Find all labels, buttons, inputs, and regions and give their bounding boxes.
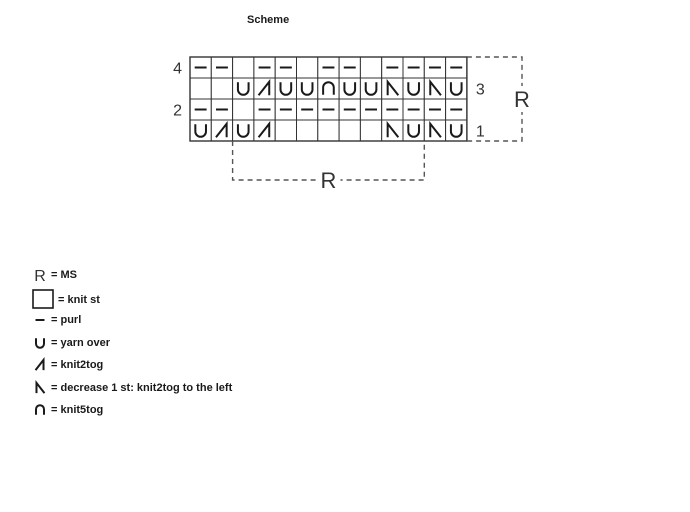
chart-symbols	[194, 66, 463, 138]
yarn-over-symbol	[279, 82, 293, 96]
legend-purl-icon	[35, 319, 45, 321]
vertical-repeat-bracket	[466, 56, 523, 142]
repeat-markers: RR	[231, 56, 534, 193]
chart-cell	[296, 77, 319, 100]
legend-label: = purl	[51, 314, 82, 326]
yarn-over-symbol	[236, 82, 250, 96]
chart-cell	[359, 119, 383, 142]
chart-grid	[189, 56, 468, 142]
scheme-title: Scheme	[247, 14, 290, 26]
yarn-over-symbol	[449, 124, 463, 138]
horizontal-repeat-label-bg	[316, 168, 341, 192]
chart-cell	[402, 119, 425, 142]
chart-cell	[402, 77, 425, 100]
decrease-left-symbol	[386, 120, 400, 138]
chart-cell	[317, 119, 340, 142]
yarn-over-symbol	[300, 82, 314, 96]
chart-cell	[338, 119, 361, 142]
r-symbol: R	[34, 268, 46, 283]
row-labels: 4 3 2 1	[173, 60, 485, 140]
legend-knit5tog-icon	[35, 404, 45, 415]
legend-label: = knit st	[58, 293, 100, 306]
legend-empty-icon	[32, 288, 54, 309]
chart-cell	[210, 77, 234, 100]
chart-cell	[445, 77, 468, 100]
knit5tog-symbol	[322, 81, 335, 95]
legend-label: = MS	[51, 269, 77, 281]
yarn-over-symbol	[407, 124, 420, 138]
vertical-repeat-label: R	[514, 87, 530, 112]
decrease-left-symbol	[386, 78, 400, 96]
legend-label: = decrease 1 st: knit2tog to the left	[51, 381, 233, 394]
vertical-repeat-label-bg	[510, 86, 534, 112]
row-label-2: 2	[173, 102, 182, 119]
yarn-over-symbol	[35, 337, 45, 349]
row-label-1: 1	[476, 123, 485, 140]
yarn-over-symbol	[407, 82, 420, 96]
chart-cell	[317, 77, 340, 100]
horizontal-repeat-label: R	[321, 168, 337, 193]
chart-cell	[232, 56, 255, 79]
knit2tog-symbol	[257, 78, 271, 96]
chart-cell	[189, 119, 212, 142]
chart-cell	[274, 77, 298, 100]
yarn-over-symbol	[194, 124, 207, 138]
legend-yarn-over-icon	[35, 337, 45, 349]
legend-R-icon: R	[34, 268, 46, 283]
chart-border	[189, 56, 468, 142]
chart-cell	[232, 77, 255, 100]
decrease-left-symbol	[35, 379, 46, 394]
yarn-over-symbol	[236, 124, 250, 138]
chart-cell	[274, 119, 298, 142]
chart-cell	[232, 98, 255, 121]
chart-cell	[338, 77, 361, 100]
chart-cell	[296, 56, 319, 79]
yarn-over-symbol	[343, 82, 357, 96]
row-label-3: 3	[476, 81, 485, 98]
chart-cell	[445, 119, 468, 142]
legend-label: = knit2tog	[51, 359, 104, 371]
chart-cell	[232, 119, 255, 142]
chart-cell	[359, 56, 383, 79]
knit5tog-symbol	[35, 404, 45, 415]
legend-knit2tog-icon	[34, 357, 45, 371]
knit2tog-symbol	[215, 120, 228, 138]
decrease-left-symbol	[429, 120, 442, 138]
horizontal-repeat-bracket	[231, 141, 425, 181]
knit-st-symbol	[32, 288, 54, 309]
knit2tog-symbol	[257, 120, 271, 138]
decrease-left-symbol	[429, 78, 442, 96]
yarn-over-symbol	[449, 82, 463, 96]
chart-cell	[359, 77, 383, 100]
legend-label: = yarn over	[51, 336, 111, 349]
legend-label: = knit5tog	[51, 404, 104, 416]
yarn-over-symbol	[364, 82, 378, 96]
row-label-4: 4	[173, 60, 182, 77]
knit2tog-symbol	[34, 357, 45, 371]
chart-cell	[296, 119, 319, 142]
chart-cell	[189, 77, 212, 100]
legend-decrease-left-icon	[35, 379, 46, 394]
